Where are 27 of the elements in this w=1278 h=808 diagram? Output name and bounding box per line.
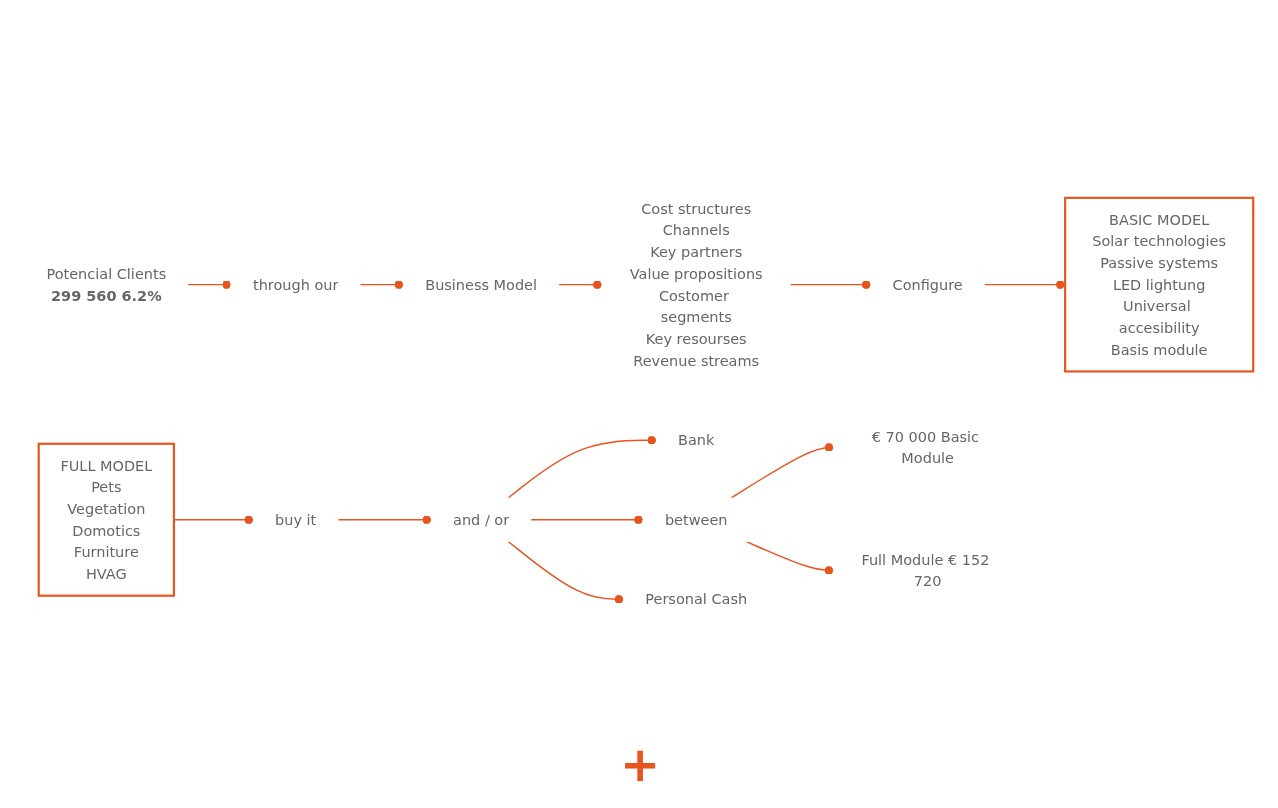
- connector: [730, 443, 835, 499]
- node-text: Full Module € 152 720: [861, 550, 990, 590]
- connector: [745, 540, 835, 575]
- node-text: and / or: [453, 511, 510, 529]
- node-text: Configure: [892, 275, 963, 294]
- node-text: buy it: [275, 511, 317, 529]
- plus-sign: +: [620, 740, 661, 788]
- node-text: € 70 000 Basic Module: [871, 427, 980, 467]
- node-box: BASIC MODEL Solar technologies Passive systems LED lightung Universal accesibility Basis module: [1064, 196, 1255, 373]
- connector: [507, 540, 625, 604]
- node-text: between: [664, 511, 728, 529]
- connector: [359, 280, 405, 289]
- connector: [337, 515, 433, 525]
- node-text: Business Model: [425, 275, 538, 294]
- connector: [558, 280, 603, 289]
- node-text: Cost structures Channels Key partners Value propositions Costomer segments Key resourses Revenue streams: [629, 200, 763, 370]
- node-text: Potencial Clients 299 560 6.2%: [46, 265, 167, 305]
- connector: [789, 280, 872, 289]
- connector: [507, 435, 658, 499]
- connector: [187, 280, 232, 289]
- node-text: Personal Cash: [645, 590, 748, 608]
- connector: [173, 515, 255, 525]
- connector: [983, 280, 1066, 289]
- node-text: through our: [252, 275, 339, 294]
- connector: [530, 515, 644, 525]
- node-text: Bank: [678, 431, 715, 449]
- node-box: FULL MODEL Pets Vegetation Domotics Furniture HVAG: [37, 442, 176, 597]
